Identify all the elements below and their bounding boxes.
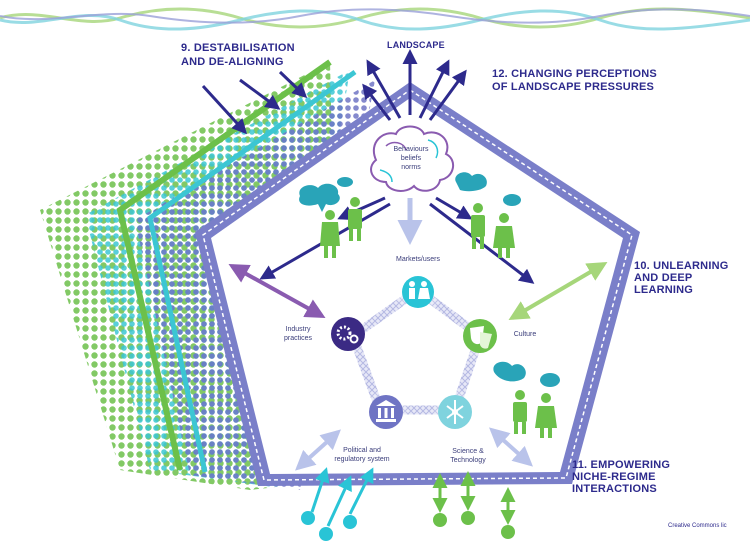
behaviours-label-3: norms bbox=[401, 164, 421, 171]
unlearning-line1: 10. UNLEARNING bbox=[634, 260, 729, 272]
empowering-line2: NICHE-REGIME bbox=[572, 471, 656, 483]
destabilisation-label-line1: 9. DESTABILISATION bbox=[181, 42, 295, 54]
unlearning-arrows bbox=[228, 261, 608, 471]
changing-perceptions-line1: 12. CHANGING PERCEPTIONS bbox=[492, 68, 657, 80]
destabilisation-arrows bbox=[201, 70, 308, 135]
empowering-line3: INTERACTIONS bbox=[572, 483, 657, 495]
behaviours-label-2: beliefs bbox=[400, 155, 422, 162]
behaviours-brain bbox=[370, 125, 455, 192]
people-right-bottom bbox=[493, 361, 560, 438]
destabilisation-label-line2: AND DE-ALIGNING bbox=[181, 56, 284, 68]
empowering-line1: 11. EMPOWERING bbox=[572, 459, 671, 471]
culture-label: Culture bbox=[513, 331, 537, 338]
political-label-2: regulatory system bbox=[334, 456, 390, 463]
node-science bbox=[431, 388, 479, 436]
industry-label-2: practices bbox=[283, 335, 312, 342]
landscape-wave bbox=[0, 7, 750, 31]
node-industry bbox=[324, 310, 372, 358]
industry-label-1: Industry bbox=[285, 326, 311, 333]
behaviours-label-1: Behaviours bbox=[393, 146, 429, 153]
changing-perceptions-line2: OF LANDSCAPE PRESSURES bbox=[492, 81, 655, 93]
node-political bbox=[362, 388, 410, 436]
unlearning-line2: AND DEEP LEARNING bbox=[634, 272, 694, 296]
niche-innovations bbox=[301, 467, 516, 541]
political-label-1: Political and bbox=[343, 447, 381, 454]
landscape-label: LANDSCAPE bbox=[387, 40, 445, 50]
people-right-top bbox=[455, 172, 521, 258]
node-markets bbox=[394, 268, 442, 316]
people-left bbox=[299, 177, 362, 258]
landscape-arrows bbox=[362, 49, 467, 121]
markets-label: Markets/users bbox=[396, 256, 440, 263]
science-label-1: Science & bbox=[452, 448, 484, 455]
node-culture bbox=[456, 312, 504, 360]
science-label-2: Technology bbox=[450, 457, 486, 464]
license-text: Creative Commons lic bbox=[668, 523, 727, 529]
